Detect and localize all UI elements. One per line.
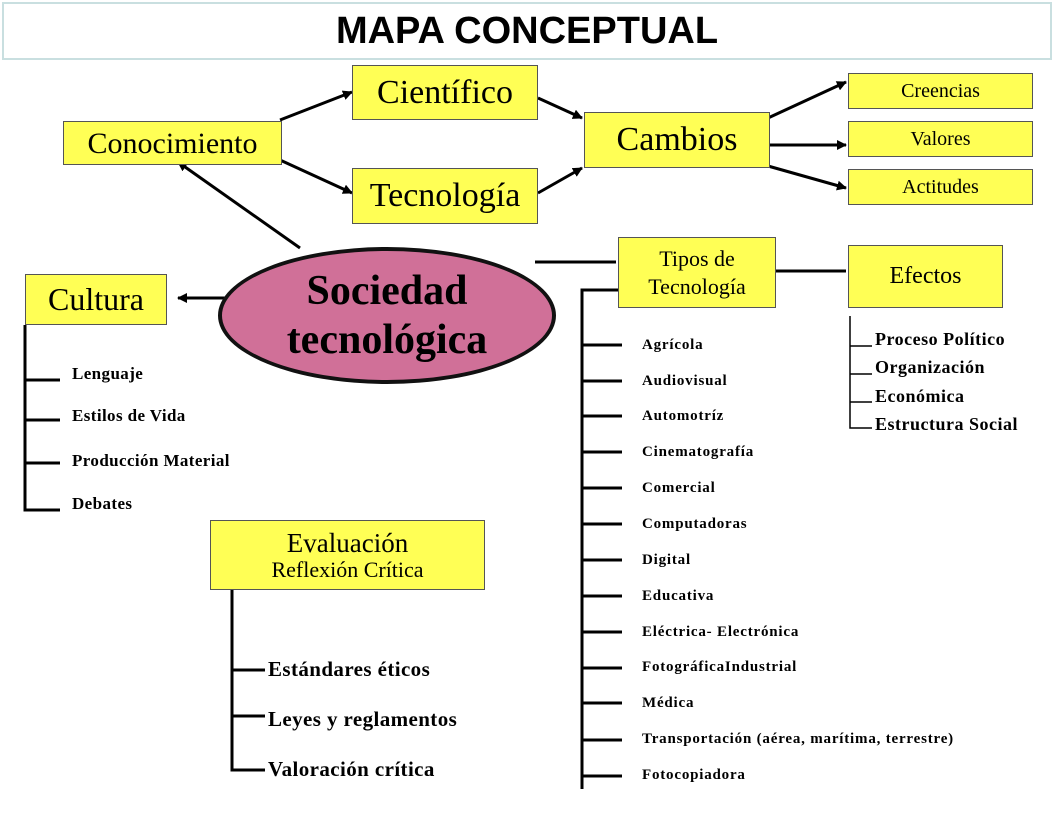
node-tecnologia-label: Tecnología [369, 177, 521, 215]
node-cambios-label: Cambios [616, 121, 738, 159]
node-tipos-line-1: Tipos de [659, 246, 735, 271]
evaluacion-item-estandares-eticos: Estándares éticos [268, 657, 431, 681]
node-cientifico-label: Científico [377, 73, 513, 111]
tipo-item: Audiovisual [642, 373, 728, 389]
tipo-item: Eléctrica- Electrónica [642, 624, 800, 640]
node-cultura-label: Cultura [48, 280, 144, 317]
efectos-item-economica: Económica [875, 386, 965, 406]
tipo-item: Automotríz [642, 408, 725, 424]
node-tipos-de-tecnologia: Tipos de Tecnología [618, 237, 776, 308]
node-tipos-line-2: Tecnología [648, 273, 746, 299]
tipo-item: Educativa [642, 588, 715, 604]
tipo-item: Cinematografía [642, 444, 755, 460]
tipo-item: Comercial [642, 480, 716, 496]
tipo-item: Digital [642, 552, 691, 568]
cultura-item-lenguaje: Lenguaje [72, 364, 144, 383]
title-bar: MAPA CONCEPTUAL [2, 2, 1052, 60]
cultura-item-estilos-de-vida: Estilos de Vida [72, 406, 186, 425]
node-tecnologia: Tecnología [352, 168, 538, 224]
node-cultura: Cultura [25, 274, 167, 325]
node-cambios: Cambios [584, 112, 770, 168]
node-actitudes: Actitudes [848, 169, 1033, 205]
node-efectos-label: Efectos [889, 263, 962, 290]
tipo-item: FotográficaIndustrial [642, 659, 798, 675]
tipo-item: Agrícola [642, 337, 704, 353]
node-sociedad-tecnologica: Sociedad tecnológica [218, 247, 556, 384]
tipo-item: Fotocopiadora [642, 767, 746, 783]
page-title: MAPA CONCEPTUAL [335, 10, 719, 52]
node-valores-label: Valores [910, 128, 971, 150]
tipo-item: Transportación (aérea, marítima, terrest… [642, 731, 954, 747]
efectos-item-organizacion: Organización [875, 357, 985, 377]
cultura-item-debates: Debates [72, 494, 133, 513]
node-evaluacion-line-1: Evaluación [286, 528, 409, 559]
tipo-item: Médica [642, 695, 695, 711]
tipo-item: Computadoras [642, 516, 748, 532]
node-creencias: Creencias [848, 73, 1033, 109]
node-cientifico: Científico [352, 65, 538, 120]
node-conocimiento-label: Conocimiento [87, 126, 258, 160]
node-evaluacion: Evaluación Reflexión Crítica [210, 520, 485, 590]
node-creencias-label: Creencias [901, 80, 980, 102]
node-valores: Valores [848, 121, 1033, 157]
cultura-item-produccion-material: Producción Material [72, 451, 230, 470]
node-conocimiento: Conocimiento [63, 121, 282, 165]
central-line-1: Sociedad [306, 268, 468, 315]
efectos-item-estructura-social: Estructura Social [875, 414, 1018, 434]
node-efectos: Efectos [848, 245, 1003, 308]
central-line-2: tecnológica [286, 316, 488, 363]
evaluacion-item-leyes-y-reglamentos: Leyes y reglamentos [268, 707, 458, 731]
efectos-item-proceso-politico: Proceso Político [875, 329, 1006, 349]
evaluacion-item-valoracion-critica: Valoración crítica [268, 757, 435, 781]
node-evaluacion-line-2: Reflexión Crítica [271, 556, 424, 582]
node-actitudes-label: Actitudes [902, 176, 979, 198]
